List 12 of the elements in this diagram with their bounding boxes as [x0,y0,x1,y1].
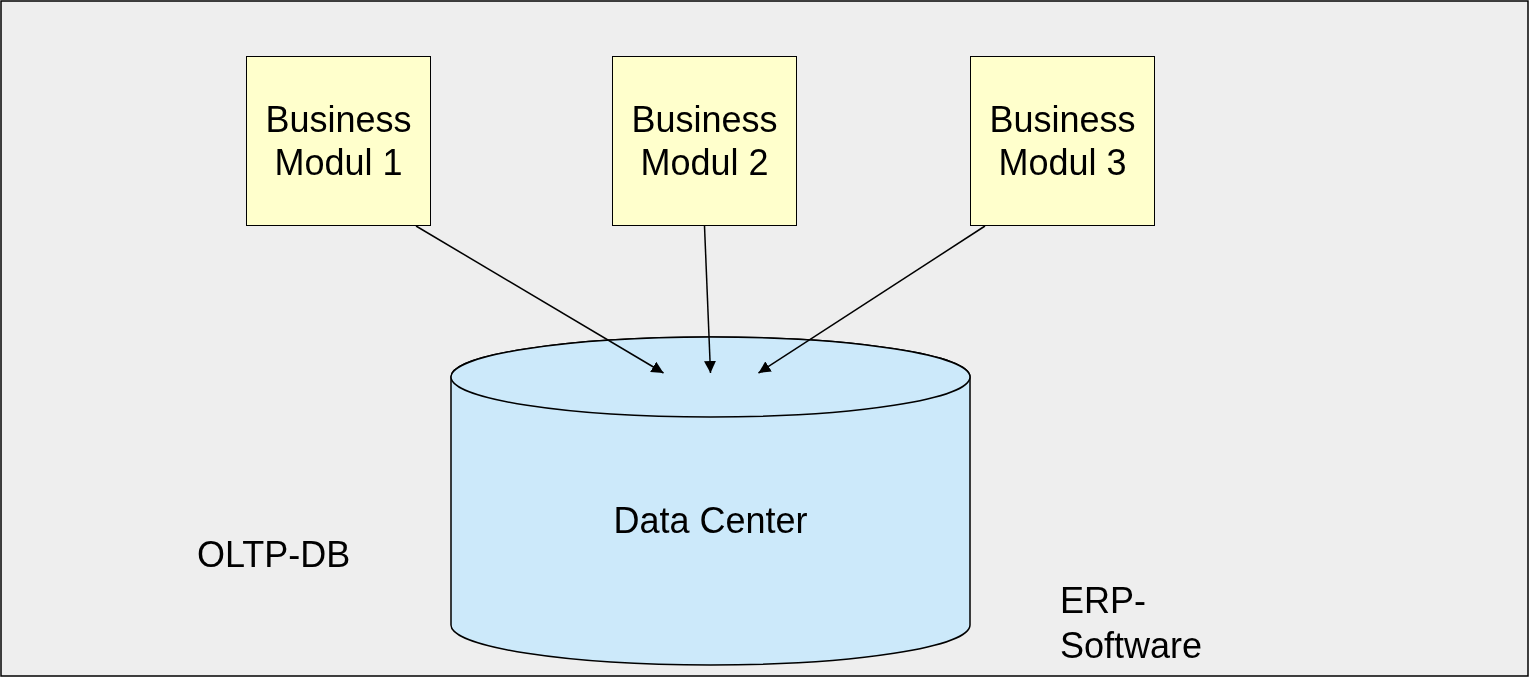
module-box [246,56,431,226]
node-label: Data Center [613,499,808,543]
module-box [970,56,1155,226]
module-box [612,56,797,226]
annotation-text: ERP-Software [1060,579,1204,668]
arrow [757,225,986,374]
arrow [703,225,716,374]
arrow [415,225,665,374]
node-label: Business Modul 2 [630,97,779,185]
annotation-text: OLTP-DB [197,533,352,577]
node-label: Business Modul 1 [264,97,413,185]
node-label: Business Modul 3 [988,97,1137,185]
